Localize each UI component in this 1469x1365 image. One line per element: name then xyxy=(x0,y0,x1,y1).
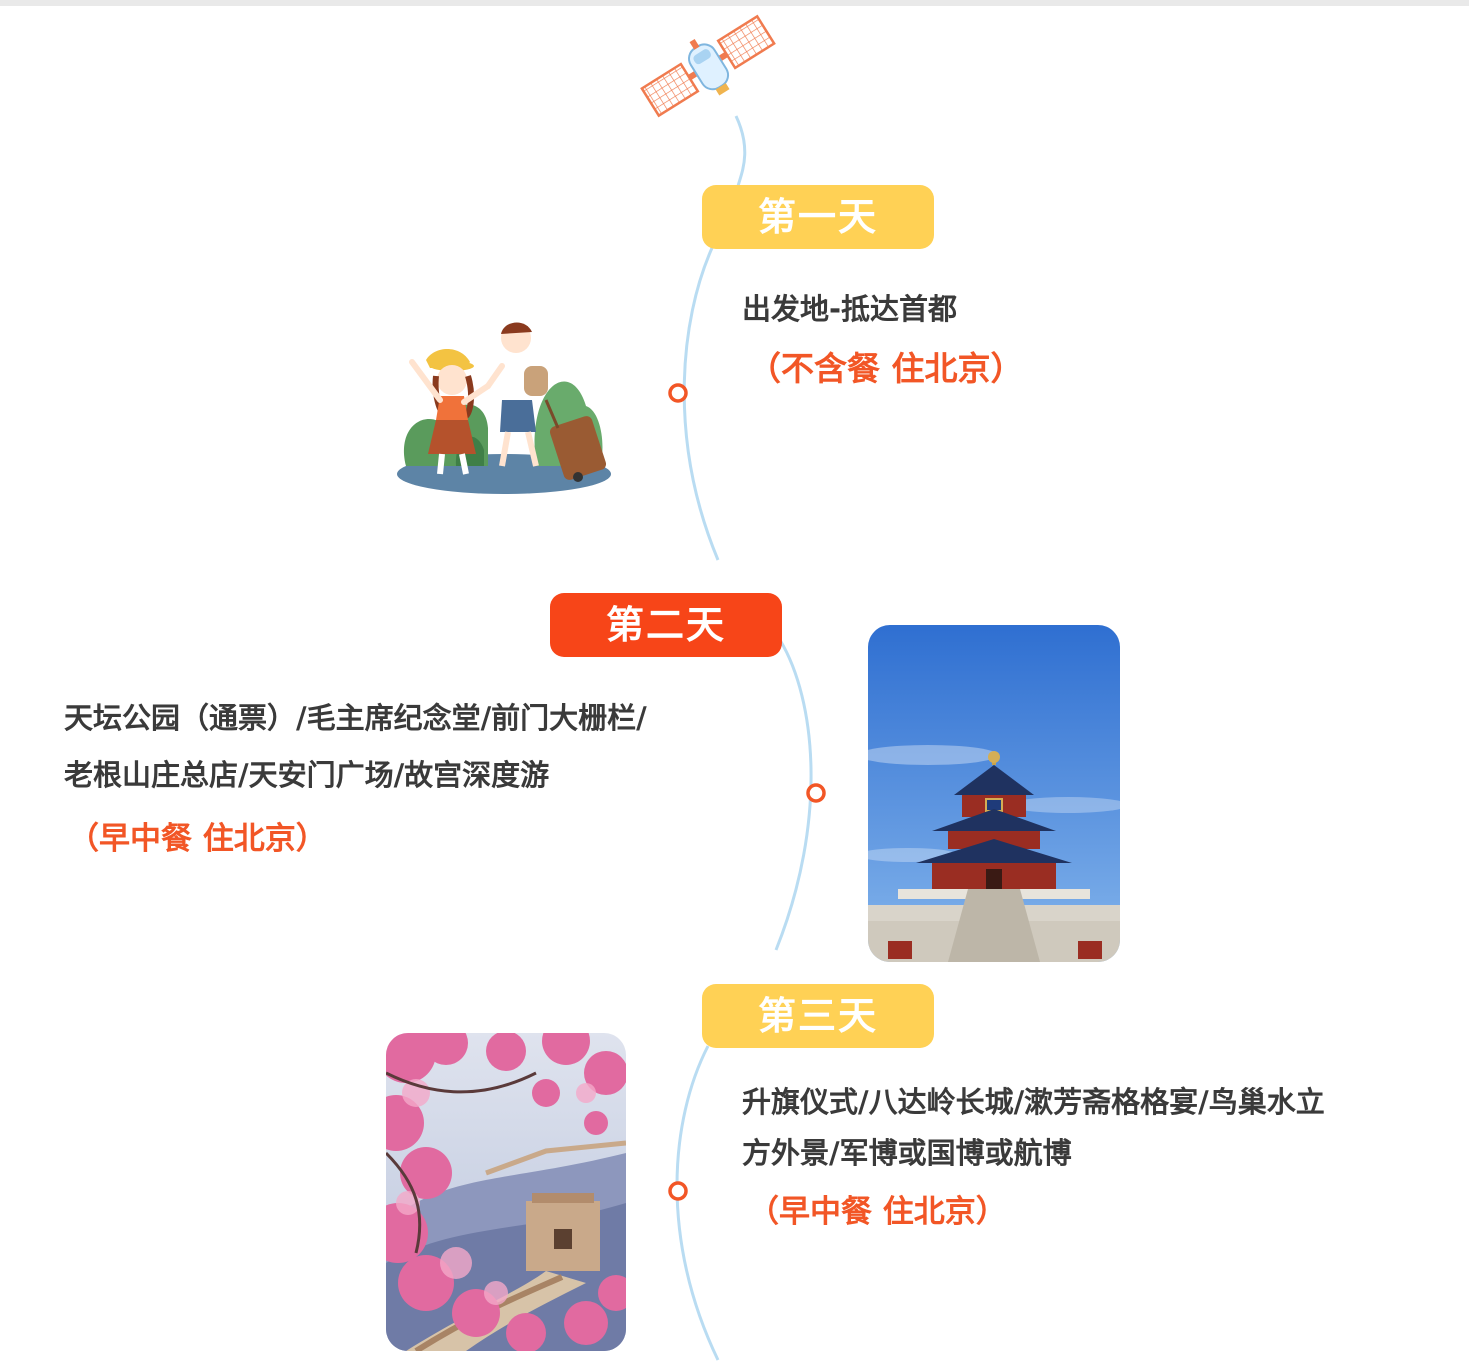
day-3-meals: （早中餐 住北京） xyxy=(748,1194,1007,1230)
day-3-label: 第三天 xyxy=(702,984,934,1048)
day-2-label: 第二天 xyxy=(550,593,782,657)
day-1-route-line-1: 出发地-抵达首都 xyxy=(742,292,958,326)
day-2-route: 天坛公园（通票）/毛主席纪念堂/前门大栅栏/ 老根山庄总店/天安门广场/故宫深度… xyxy=(64,690,647,804)
satellite-icon xyxy=(640,14,776,118)
day-1-meals: （不含餐 住北京） xyxy=(748,349,1024,388)
great-wall-blossom-photo xyxy=(386,1033,626,1351)
day-2-meals: （早中餐 住北京） xyxy=(68,821,327,857)
day-3-route: 升旗仪式/八达岭长城/漱芳斋格格宴/鸟巢水立 方外景/军博或国博或航博 xyxy=(742,1077,1325,1179)
day-1-route: 出发地-抵达首都 xyxy=(742,281,957,338)
day-1-label: 第一天 xyxy=(702,185,934,249)
timeline-node-day1 xyxy=(668,383,688,403)
day-3-route-line-2: 方外景/军博或国博或航博 xyxy=(742,1136,1072,1170)
top-divider xyxy=(0,0,1469,6)
day-2-route-line-1: 天坛公园（通票）/毛主席纪念堂/前门大栅栏/ xyxy=(64,701,647,735)
day-3-route-line-1: 升旗仪式/八达岭长城/漱芳斋格格宴/鸟巢水立 xyxy=(742,1085,1325,1119)
timeline-node-day2 xyxy=(806,783,826,803)
day-2-route-line-2: 老根山庄总店/天安门广场/故宫深度游 xyxy=(64,758,550,792)
travelling-couple-illustration xyxy=(397,322,611,494)
temple-of-heaven-photo xyxy=(868,625,1120,962)
timeline-node-day3 xyxy=(668,1181,688,1201)
